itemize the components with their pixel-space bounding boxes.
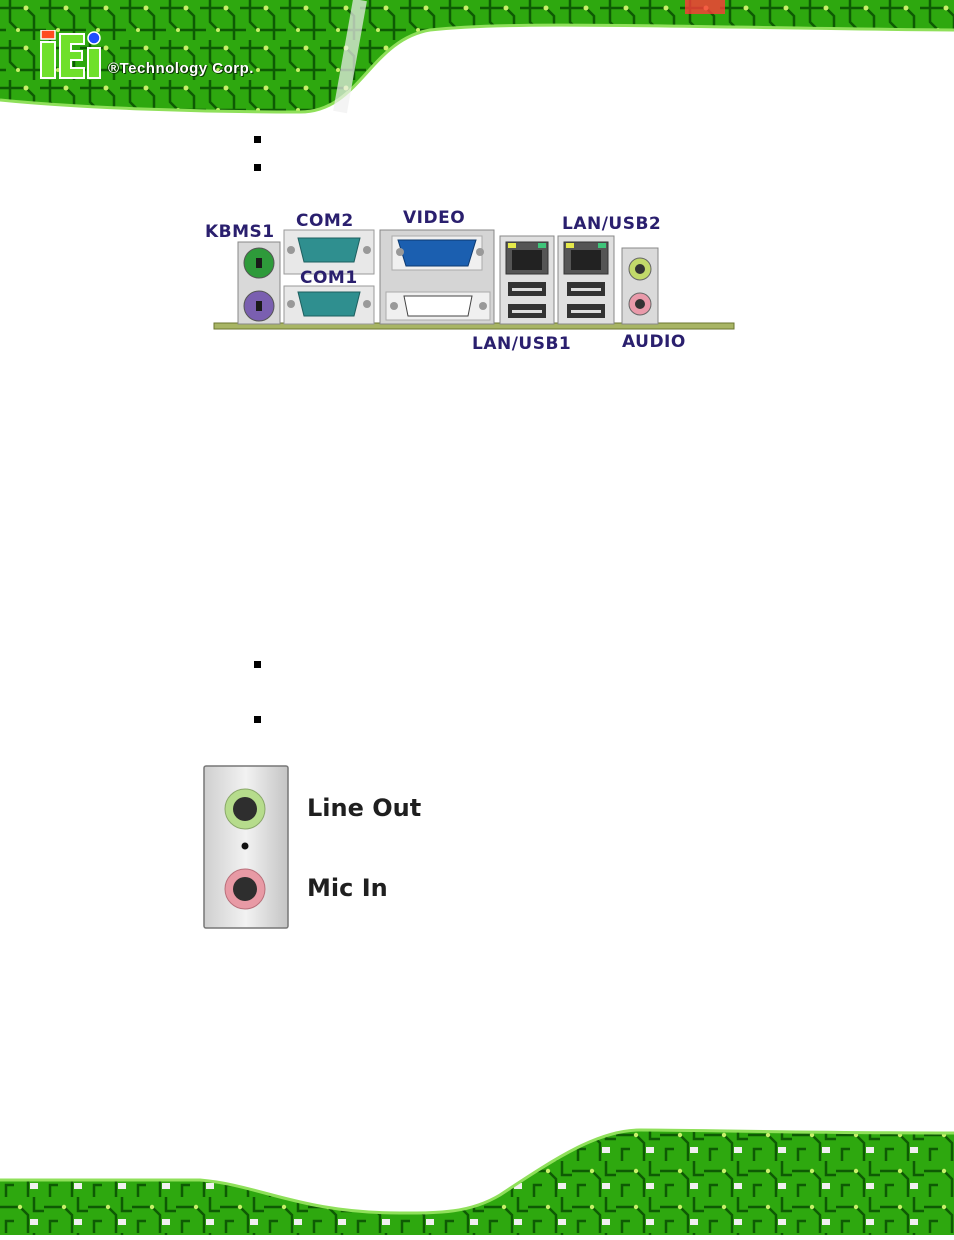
iei-logo: ®Technology Corp. <box>38 30 298 85</box>
mic-in-label: Mic In <box>307 874 388 902</box>
audio-jack-plate-graphic <box>203 765 293 930</box>
line-out-label: Line Out <box>307 794 421 822</box>
lan-usb2-ports <box>558 236 614 324</box>
bullet-marker <box>254 136 261 143</box>
audio-ports <box>622 248 658 324</box>
com1-label: COM1 <box>300 268 358 288</box>
rear-io-panel-figure: KBMS1 COM2 COM1 VIDEO LAN/USB2 LAN/USB1 … <box>200 200 740 360</box>
page-footer-banner <box>0 1125 954 1235</box>
com2-label: COM2 <box>296 211 354 231</box>
bullet-marker <box>254 164 261 171</box>
ps2-ports <box>238 242 280 324</box>
page-header-banner: ®Technology Corp. <box>0 0 954 115</box>
video-label: VIDEO <box>403 208 465 228</box>
lan-usb1-ports <box>500 236 554 324</box>
circuit-board-footer-graphic <box>0 1125 954 1235</box>
company-name-text: ®Technology Corp. <box>108 60 254 77</box>
lan-usb1-label: LAN/USB1 <box>472 334 571 354</box>
kbms1-label: KBMS1 <box>205 222 275 242</box>
lan-usb2-label: LAN/USB2 <box>562 214 661 234</box>
audio-jack-figure: Line Out Mic In <box>203 765 463 930</box>
iei-logo-mark-icon <box>38 30 108 80</box>
audio-label: AUDIO <box>622 332 686 352</box>
video-ports <box>380 230 494 324</box>
bullet-marker <box>254 661 261 668</box>
bullet-marker <box>254 716 261 723</box>
